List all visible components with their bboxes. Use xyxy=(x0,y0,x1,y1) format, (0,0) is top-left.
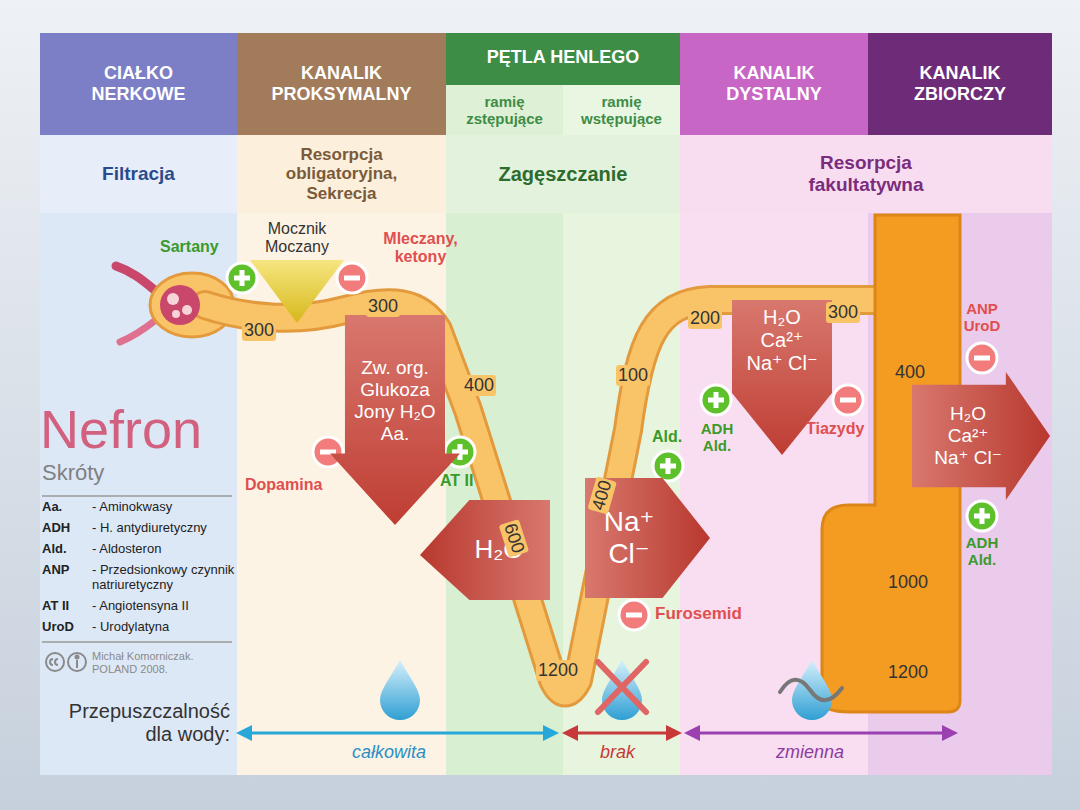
subsection-header: ramię zstępujące xyxy=(446,85,563,135)
node-text: Mocznik Moczany xyxy=(254,220,340,257)
osmolality-number: 400 xyxy=(462,375,496,396)
legend-desc: - Aminokwasy xyxy=(92,500,237,515)
arrow-outline xyxy=(912,372,1050,500)
function-band: Resorpcja fakultatywna xyxy=(680,135,1052,213)
column-grounds xyxy=(40,213,1052,775)
water-arrow: H₂O xyxy=(420,500,550,600)
osmolality-number: 1200 xyxy=(886,662,930,683)
legend-key: ANP xyxy=(42,563,69,578)
drug-label: Sartany xyxy=(160,238,219,256)
nephron-tube xyxy=(205,300,890,693)
drug-label: ADH Ald. xyxy=(956,534,1008,569)
water-drops xyxy=(380,660,842,720)
title-text: Nefron xyxy=(40,398,202,460)
legend-key: ADH xyxy=(42,521,70,536)
section-header: KANALIK ZBIORCZY xyxy=(868,33,1052,135)
legend-desc: - Urodylatyna xyxy=(92,620,237,635)
permeability-label: brak xyxy=(600,742,635,763)
legend-key: Aa. xyxy=(42,500,62,515)
legend-desc: - Angiotensyna II xyxy=(92,599,237,614)
legend-key: AT II xyxy=(42,599,69,614)
node-text: KANALIK DYSTALNY xyxy=(715,63,833,104)
permeability-label: zmienna xyxy=(776,742,844,763)
subsection-header: ramię wstępujące xyxy=(563,85,680,135)
node-text: ramię wstępujące xyxy=(569,93,674,128)
drug-label: Mleczany, ketony xyxy=(368,230,473,267)
osmolality-number: 1200 xyxy=(536,660,580,681)
arrow-outline xyxy=(250,260,344,323)
drug-label: AT II xyxy=(440,472,473,490)
secretion-triangle: Mocznik Moczany xyxy=(250,218,344,323)
function-band: Resorpcja obligatoryjna, Sekrecja xyxy=(237,135,446,213)
legend-heading: Skróty xyxy=(42,460,104,485)
node-text: CIAŁKO NERKOWE xyxy=(75,63,202,104)
osmolality-number: 300 xyxy=(826,302,860,323)
drug-label: ANP UroD xyxy=(956,300,1008,335)
osmolality-number: 1000 xyxy=(886,572,930,593)
node-text: Zw. org. Glukoza Jony H₂O Aa. xyxy=(350,357,440,444)
drug-label: Dopamina xyxy=(245,476,322,494)
node-text: ramię zstępujące xyxy=(452,93,557,128)
osmolality-number: 100 xyxy=(616,365,650,386)
osmolality-number: 200 xyxy=(688,308,722,329)
drug-label: ADH Ald. xyxy=(696,420,738,455)
node-text: H₂O Ca²⁺ Na⁺ Cl⁻ xyxy=(744,306,820,375)
section-header: KANALIK PROKSYMALNY xyxy=(237,33,446,135)
function-band: Zagęszczanie xyxy=(446,135,680,213)
node-text: H₂O Ca²⁺ Na⁺ Cl⁻ xyxy=(934,403,1002,469)
section-header: PĘTLA HENLEGO ramię zstępujące ramię wstęp… xyxy=(446,33,680,135)
node-text: Na⁺ Cl⁻ xyxy=(593,506,665,570)
legend-key: Ald. xyxy=(42,542,67,557)
osmolality-number: 400 xyxy=(893,362,927,383)
node-text: KANALIK PROKSYMALNY xyxy=(267,63,416,104)
credit: Michał Komorniczak. POLAND 2008. xyxy=(92,650,237,675)
plus-minus-markers xyxy=(227,263,997,630)
node-text: Resorpcja fakultatywna xyxy=(790,152,942,196)
arrow-outline xyxy=(420,500,550,600)
legend-desc: - Przedsionkowy czynnik natriuretyczny xyxy=(92,563,237,593)
legend-desc: - Aldosteron xyxy=(92,542,237,557)
resorption-arrow: Zw. org. Glukoza Jony H₂O Aa. xyxy=(330,315,460,525)
node-text: Resorpcja obligatoryjna, Sekrecja xyxy=(262,145,421,204)
node-text: Zagęszczanie xyxy=(499,163,628,186)
resorption-arrow: H₂O Ca²⁺ Na⁺ Cl⁻ xyxy=(912,372,1050,500)
arrow-outline xyxy=(330,315,460,525)
drug-label: Tiazydy xyxy=(806,420,864,438)
glomerulus xyxy=(160,285,200,325)
section-header: CIAŁKO NERKOWE xyxy=(40,33,237,135)
node-text: PĘTLA HENLEGO xyxy=(487,47,639,68)
axis-label: Przepuszczalność dla wody: xyxy=(40,700,230,746)
legend-desc: - H. antydiuretyczny xyxy=(92,521,237,536)
node-text: KANALIK ZBIORCZY xyxy=(903,63,1017,104)
function-band: Filtracja xyxy=(40,135,237,213)
drug-label: Ald. xyxy=(652,428,682,446)
drug-label: Furosemid xyxy=(655,604,742,624)
node-text: Filtracja xyxy=(102,163,175,185)
legend-key: UroD xyxy=(42,620,74,635)
osmolality-number: 300 xyxy=(242,320,276,341)
permeability-label: całkowita xyxy=(352,742,426,763)
section-header: KANALIK DYSTALNY xyxy=(680,33,868,135)
cc-icons xyxy=(46,653,86,671)
permeability-arrows xyxy=(236,725,958,741)
osmolality-number: 300 xyxy=(366,296,400,317)
